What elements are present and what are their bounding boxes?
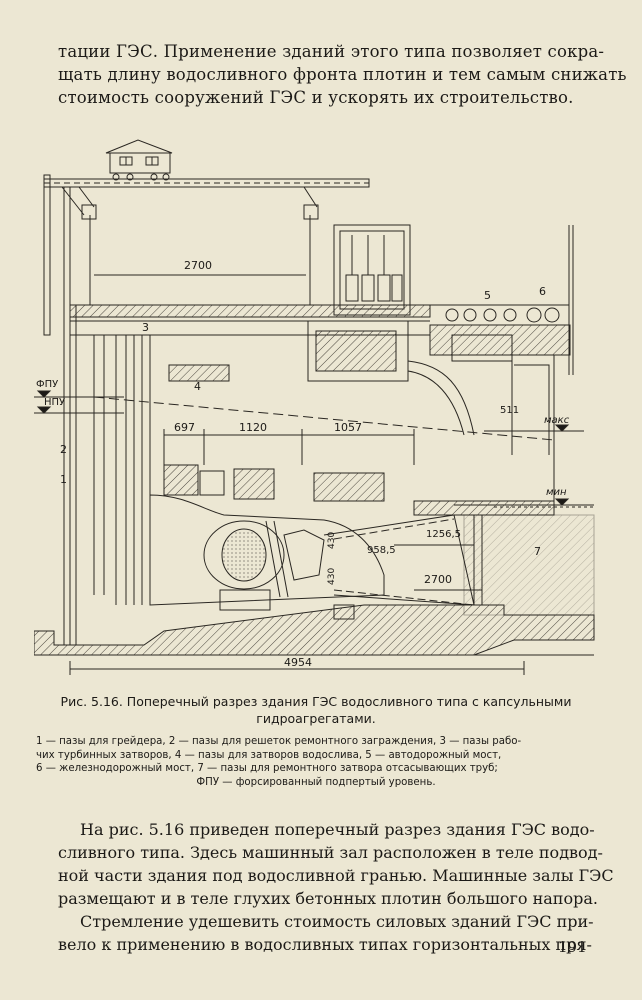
legend-line: чих турбинных затворов, 4 — пазы для зат… — [36, 749, 502, 761]
hpp-cross-section-drawing: 2700 — [33, 139, 595, 675]
dim-2700-top: 2700 — [184, 259, 212, 272]
foundation — [33, 514, 595, 656]
label-3: 3 — [142, 321, 149, 334]
label-4: 4 — [194, 380, 201, 393]
figure-legend: 1 — пазы для грейдера, 2 — пазы для реше… — [36, 735, 596, 789]
label-6: 6 — [539, 285, 546, 298]
dim-1057: 1057 — [334, 421, 362, 434]
text-line: На рис. 5.16 приведен поперечный разрез … — [80, 820, 595, 839]
label-2: 2 — [60, 443, 67, 456]
text-line: тации ГЭС. Применение зданий этого типа … — [58, 42, 605, 61]
text-line: ной части здания под водосливной гранью.… — [58, 866, 614, 885]
label-maks: макс — [544, 415, 570, 426]
label-fpu: ФПУ — [36, 379, 58, 390]
legend-line: ФПУ — форсированный подпертый уровень. — [196, 776, 436, 788]
dim-697: 697 — [174, 421, 195, 434]
gantry-crane — [105, 139, 173, 181]
label-5: 5 — [484, 289, 491, 302]
label-min: мин — [546, 487, 567, 498]
spillway-body — [307, 320, 555, 505]
dim-2700-low: 2700 — [424, 573, 452, 586]
legend-line: 1 — пазы для грейдера, 2 — пазы для реше… — [36, 736, 522, 747]
bridges — [429, 225, 574, 375]
caption-line: Рис. 5.16. Поперечный разрез здания ГЭС … — [60, 694, 572, 709]
dim-511: 511 — [500, 405, 519, 416]
cross-section-figure: 2700 — [33, 135, 604, 680]
text-line: сливного типа. Здесь машинный зал распол… — [58, 843, 603, 862]
dim-430-b: 430 — [327, 568, 337, 585]
text-line: вело к применению в водосливных типах го… — [58, 935, 592, 954]
text-line: щать длину водосливного фронта плотин и … — [58, 65, 627, 84]
water-levels — [34, 390, 594, 508]
page-number: 191 — [558, 938, 587, 956]
capsule-turbine — [149, 464, 385, 620]
dim-row-upper — [163, 429, 415, 465]
transformer-building — [333, 224, 411, 316]
text-line: стоимость сооружений ГЭС и ускорять их с… — [58, 88, 574, 107]
dim-4954: 4954 — [284, 656, 312, 669]
top-paragraph: тации ГЭС. Применение зданий этого типа … — [58, 40, 627, 109]
intake-walls — [63, 187, 151, 645]
legend-line: 6 — железнодорожный мост, 7 — пазы для р… — [36, 763, 498, 774]
text-line: Стремление удешевить стоимость силовых з… — [80, 912, 594, 931]
dim-1256-5: 1256,5 — [426, 529, 461, 540]
bottom-paragraph: На рис. 5.16 приведен поперечный разрез … — [58, 818, 614, 956]
dim-1120: 1120 — [239, 421, 267, 434]
text-line: размещают и в теле глухих бетонных плоти… — [58, 889, 598, 908]
caption-line: гидроагрегатами. — [256, 711, 376, 726]
label-npu: НПУ — [44, 397, 65, 408]
label-1: 1 — [60, 473, 67, 486]
figure-caption-title: Рис. 5.16. Поперечный разрез здания ГЭС … — [36, 693, 596, 727]
dim-958-5: 958,5 — [367, 545, 396, 556]
dim-430-a: 430 — [327, 532, 337, 549]
